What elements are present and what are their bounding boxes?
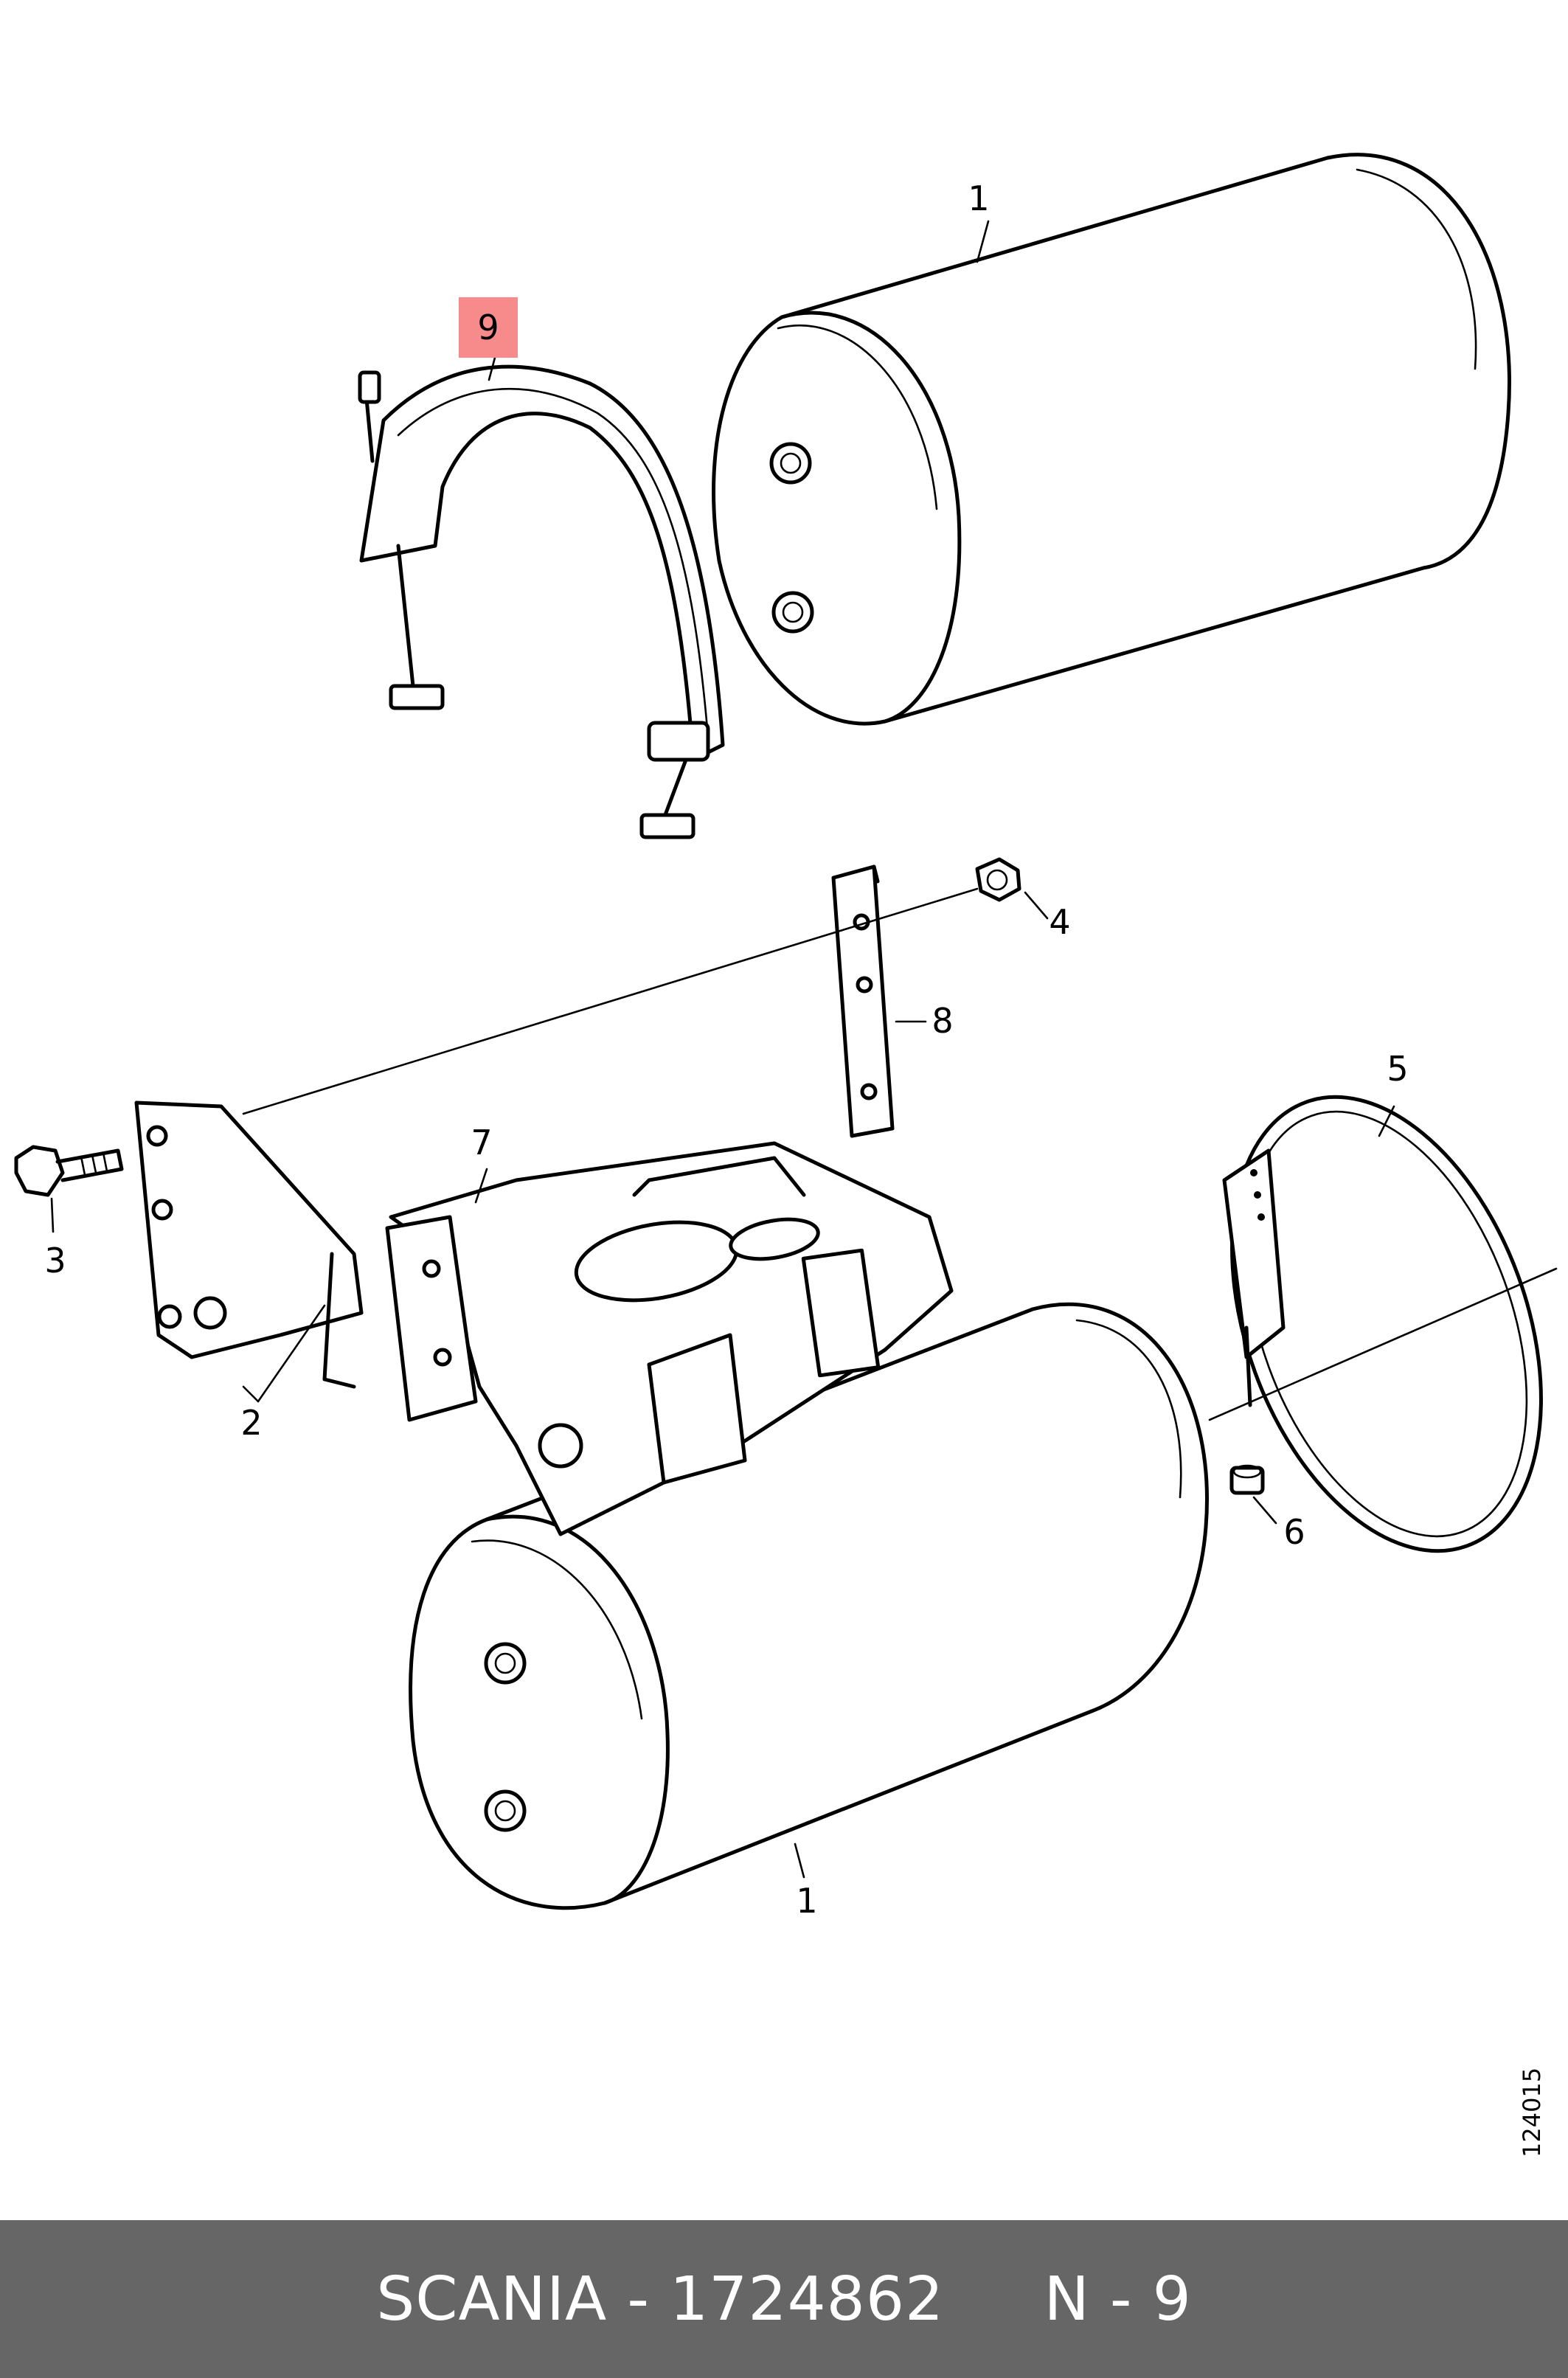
callout-5: 5 <box>1387 1049 1408 1089</box>
air-tank-lower <box>409 1302 1209 1910</box>
callout-9: 9 <box>477 308 499 347</box>
drawing-number: 124015 <box>1518 2067 1546 2157</box>
callout-6: 6 <box>1283 1512 1305 1552</box>
air-tank-upper <box>712 153 1511 726</box>
callout-2: 2 <box>240 1403 262 1443</box>
plate-8 <box>831 864 895 1138</box>
parts-diagram: 1 9 4 8 5 7 3 2 6 1 124015 <box>14 153 1558 2157</box>
callout-8: 8 <box>932 1001 953 1041</box>
brand-name: SCANIA <box>376 2264 608 2334</box>
position-label: N - 9 <box>1044 2264 1192 2334</box>
callout-1-upper: 1 <box>968 178 989 218</box>
footer-separator: - <box>607 2264 670 2334</box>
footer-gap <box>944 2264 1044 2334</box>
callout-labels: 1 9 4 8 5 7 3 2 6 1 124015 <box>44 178 1546 2157</box>
callout-4: 4 <box>1049 902 1070 942</box>
callout-7: 7 <box>471 1123 492 1162</box>
callout-9-highlight <box>459 297 518 358</box>
callout-3: 3 <box>44 1241 66 1280</box>
leader-lines <box>50 220 1558 1879</box>
bracket-2 <box>134 1100 364 1389</box>
nut-4 <box>975 857 1021 902</box>
nut-6 <box>1229 1464 1265 1495</box>
bolt-3 <box>14 1145 124 1197</box>
tank-strap-ring <box>1222 1095 1543 1553</box>
bracket-7 <box>385 1141 954 1536</box>
footer-bar: SCANIA - 1724862 N - 9 <box>0 2220 1568 2378</box>
tank-strap <box>358 364 725 839</box>
callout-1-lower: 1 <box>796 1881 817 1921</box>
part-number: 1724862 <box>670 2264 945 2334</box>
footer-caption: SCANIA - 1724862 N - 9 <box>376 2264 1192 2334</box>
